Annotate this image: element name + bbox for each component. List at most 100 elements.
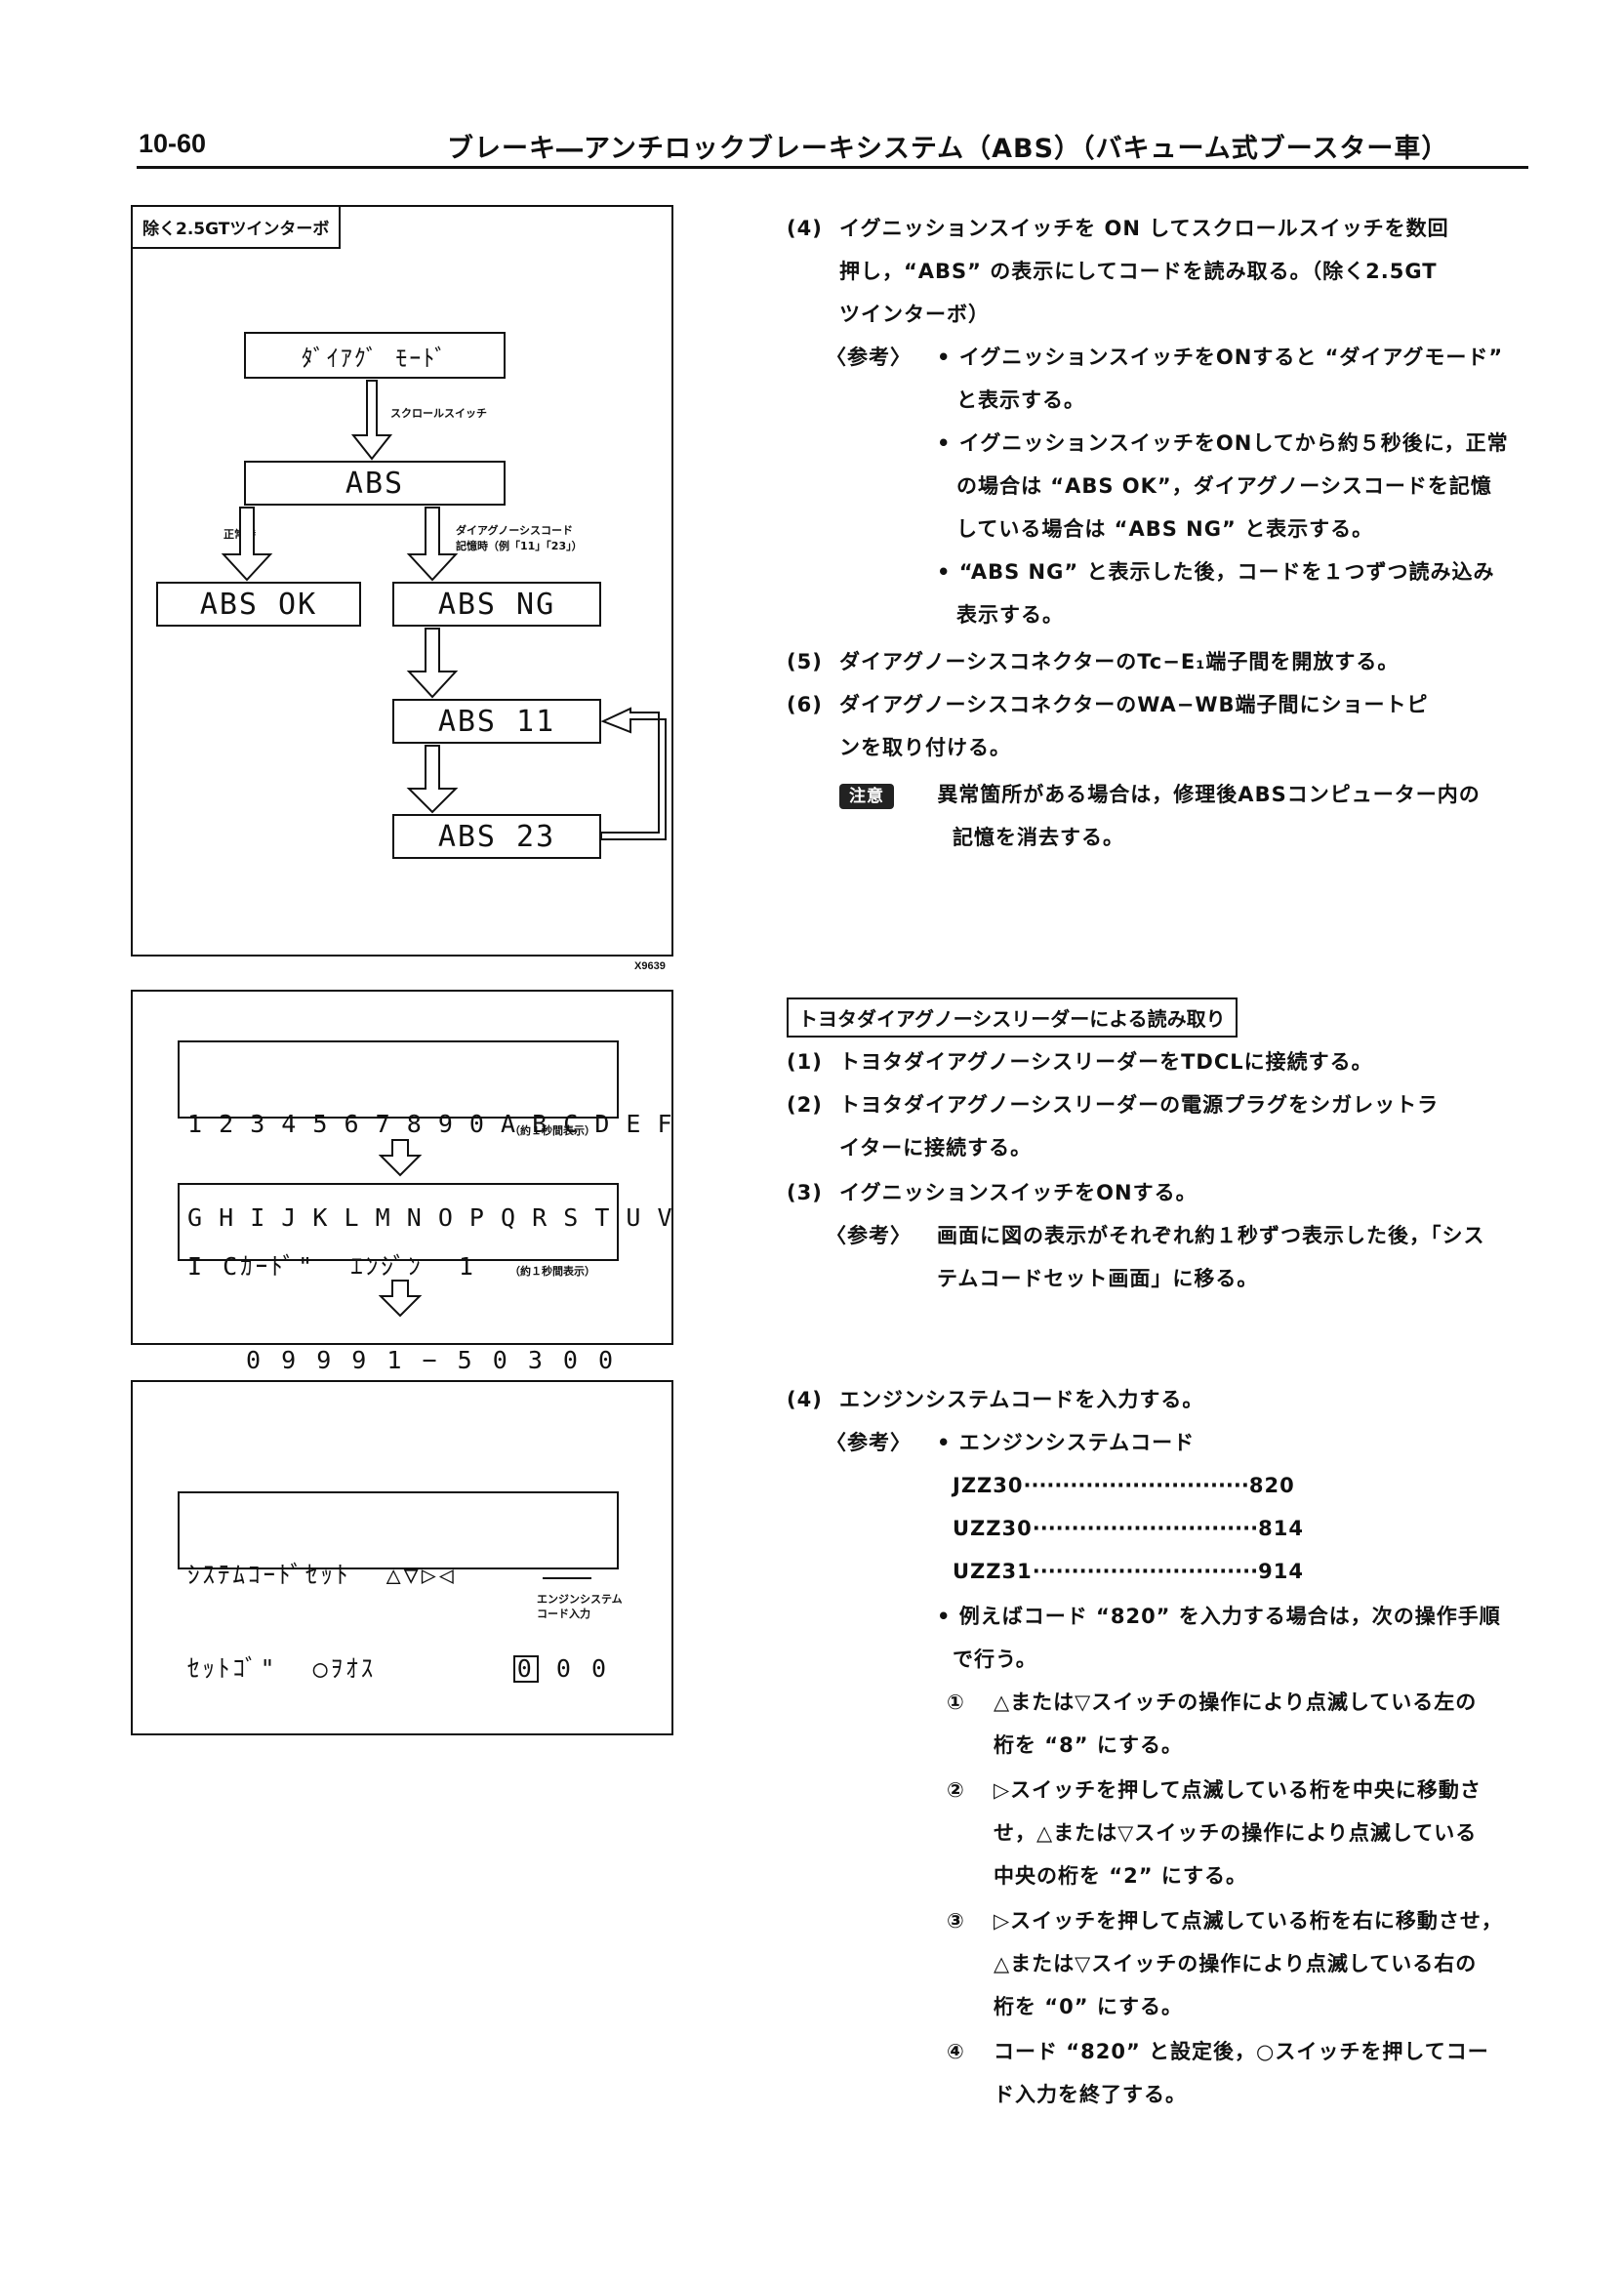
code: 814 [1258, 1517, 1304, 1540]
code-row-jzz30: JZZ30·····························820 [953, 1464, 1295, 1507]
step4-line1: コード “820” と設定後，○スイッチを押してコー [994, 2040, 1489, 2063]
lcd-screen-1: 1 2 3 4 5 6 7 8 9 0 A B C D E F G H I J … [178, 1040, 672, 1232]
step-6-line1: ダイアグノーシスコネクターのWA−WB端子間にショートピ [839, 693, 1429, 716]
example-line1: • 例えばコード “820” を入力する場合は，次の操作手順 [937, 1605, 1501, 1628]
lcd-code-digits: 0 0 0 [512, 1653, 609, 1685]
figure-tag: 除く2.5GTツインターボ [133, 207, 342, 249]
caution-line2: 記憶を消去する。 [953, 826, 1124, 849]
step1-mark: ① [947, 1690, 965, 1714]
step3-mark: ③ [947, 1909, 965, 1933]
lcd-system-code: ｼｽﾃﾑｺｰﾄﾞｾｯﾄ △▽▷◁ ｾｯﾄｺﾞ" ○ｦｵｽ 0 0 0 [178, 1491, 619, 1683]
reader-step-2-line2: イターに接続する。 [839, 1136, 1033, 1160]
arrow-down-icon [379, 1139, 422, 1177]
step2-mark: ② [947, 1778, 965, 1802]
abs-23-box: ABS 23 [392, 814, 601, 859]
step4-line2: ド入力を終了する。 [994, 2083, 1187, 2106]
reader-ref-line2: テムコードセット画面」に移る。 [937, 1267, 1259, 1290]
reader-step-3-num: (3) [787, 1181, 823, 1204]
code-ref-head: • エンジンシステムコード [937, 1431, 1196, 1454]
figure-abs-flow: 除く2.5GTツインターボ ﾀﾞｲｱｸﾞ ﾓｰﾄﾞ スクロールスイッチ ABS … [131, 205, 673, 957]
reader-step-1-text: トヨタダイアグノーシスリーダーをTDCLに接続する。 [839, 1050, 1373, 1074]
step3-line3: 桁を “0” にする。 [994, 1995, 1184, 2018]
ref1-line2: と表示する。 [956, 388, 1085, 412]
step4-mark: ④ [947, 2040, 965, 2063]
code-ref-label: 〈参考〉 [826, 1431, 912, 1454]
reader-ref-label: 〈参考〉 [826, 1224, 912, 1247]
lcd1-line2: G H I J K L M N O P Q R S T U V [187, 1203, 673, 1232]
reader-step-1-num: (1) [787, 1050, 823, 1074]
code-input-underline [543, 1577, 591, 1579]
abs-11-box: ABS 11 [392, 699, 601, 744]
model: UZZ31 [953, 1560, 1033, 1583]
leader-dots: ····························· [1032, 1517, 1259, 1540]
lcd2-line1: I Cｶｰﾄﾞ" ｴﾝｼﾞﾝ 1 [187, 1252, 476, 1281]
step-5-num: (5) [787, 650, 823, 673]
lcd-screen-2: I Cｶｰﾄﾞ" ｴﾝｼﾞﾝ 1 0 9 9 9 1 − 5 0 3 0 0 [178, 1183, 619, 1374]
display-duration-note-2: （約１秒間表示） [509, 1265, 595, 1278]
lcd2-line2: 0 9 9 9 1 − 5 0 3 0 0 [246, 1346, 617, 1374]
step-5-text: ダイアグノーシスコネクターのTc−E₁端子間を開放する。 [839, 650, 1400, 673]
arrow-down-icon [406, 507, 459, 582]
ref2-line2: の場合は “ABS OK”，ダイアグノーシスコードを記憶 [956, 474, 1492, 498]
step-4-line2: 押し，“ABS” の表示にしてコードを読み取る。（除く2.5GT [839, 260, 1438, 283]
step-4-line1: イグニッションスイッチを ON してスクロールスイッチを数回 [839, 217, 1449, 240]
ref1-line1: • イグニッションスイッチをONすると “ダイアグモード” [937, 346, 1504, 369]
model: JZZ30 [953, 1474, 1024, 1497]
abs-ok-box: ABS OK [156, 582, 361, 627]
caption-line1: エンジンシステム [537, 1593, 623, 1606]
blinking-digit: 0 [512, 1655, 539, 1683]
caution-line1: 異常箇所がある場合は，修理後ABSコンピューター内の [937, 783, 1481, 806]
lcd-code-line2: ｾｯﾄｺﾞ" ○ｦｵｽ 0 0 0 [187, 1653, 609, 1685]
figure-system-code-set: ｼｽﾃﾑｺｰﾄﾞｾｯﾄ △▽▷◁ ｾｯﾄｺﾞ" ○ｦｵｽ 0 0 0 エンジンシ… [131, 1380, 673, 1735]
step3-line1: ▷スイッチを押して点滅している桁を右に移動させ， [994, 1909, 1503, 1933]
step3-line2: △または▽スイッチの操作により点滅している右の [994, 1952, 1478, 1975]
figure-reader-screens: 1 2 3 4 5 6 7 8 9 0 A B C D E F G H I J … [131, 990, 673, 1374]
reader-step-4-text: エンジンシステムコードを入力する。 [839, 1388, 1204, 1411]
reader-step-4-num: (4) [787, 1388, 823, 1411]
digits-rest: 0 0 [555, 1654, 609, 1683]
ref2-line3: している場合は “ABS NG” と表示する。 [956, 517, 1374, 541]
memory-label-line1: ダイアグノーシスコード [456, 524, 574, 537]
arrow-down-icon [350, 380, 393, 461]
reader-step-2-line1: トヨタダイアグノーシスリーダーの電源プラグをシガレットラ [839, 1093, 1440, 1117]
step2-line1: ▷スイッチを押して点滅している桁を中央に移動さ [994, 1778, 1482, 1802]
step1-line2: 桁を “8” にする。 [994, 1733, 1184, 1757]
section-title: トヨタダイアグノーシスリーダーによる読み取り [787, 998, 1238, 1038]
ref3-line2: 表示する。 [956, 603, 1064, 627]
code-row-uzz31: UZZ31·····························914 [953, 1550, 1304, 1593]
flow-arrows [221, 380, 667, 840]
display-duration-note-1: （約１秒間表示） [509, 1124, 595, 1137]
reader-step-2-num: (2) [787, 1093, 823, 1117]
step-6-num: (6) [787, 693, 823, 716]
code: 820 [1248, 1474, 1295, 1497]
arrow-down-icon [221, 507, 273, 582]
lcd-code-line2-left: ｾｯﾄｺﾞ" ○ｦｵｽ [187, 1654, 377, 1683]
caption-line2: コード入力 [537, 1608, 590, 1620]
code-row-uzz30: UZZ30·····························814 [953, 1507, 1304, 1550]
lcd1-line1: 1 2 3 4 5 6 7 8 9 0 A B C D E F [187, 1110, 673, 1138]
arrow-down-icon [379, 1280, 422, 1318]
arrow-down-icon [406, 745, 459, 814]
arrow-down-icon [406, 628, 459, 699]
page-title: ブレーキ―アンチロックブレーキシステム（ABS）（バキューム式ブースター車） [447, 134, 1449, 164]
memory-label-line2: 記憶時（例「11」「23」） [456, 540, 583, 552]
leader-dots: ····························· [1023, 1474, 1249, 1497]
ref3-line1: • “ABS NG” と表示した後，コードを１つずつ読み込み [937, 560, 1495, 584]
loop-arrow-icon [600, 707, 667, 840]
step1-line1: △または▽スイッチの操作により点滅している左の [994, 1690, 1478, 1714]
step-4-line3: ツインターボ） [839, 303, 990, 326]
abs-box: ABS [244, 461, 506, 506]
caution-badge: 注意 [839, 784, 894, 809]
caution-row-1: 注意 異常箇所がある場合は，修理後ABSコンピューター内の [839, 773, 1481, 816]
model: UZZ30 [953, 1517, 1033, 1540]
ref2-line1: • イグニッションスイッチをONしてから約５秒後に，正常 [937, 431, 1509, 455]
leader-dots: ····························· [1032, 1560, 1259, 1583]
example-line2: で行う。 [953, 1648, 1037, 1671]
code: 914 [1258, 1560, 1304, 1583]
reference-label: 〈参考〉 [826, 346, 912, 369]
lcd-code-line1: ｼｽﾃﾑｺｰﾄﾞｾｯﾄ △▽▷◁ [187, 1561, 457, 1589]
reader-step-3-text: イグニッションスイッチをONする。 [839, 1181, 1198, 1204]
step2-line2: せ，△または▽スイッチの操作により点滅している [994, 1821, 1478, 1845]
reader-ref-line1: 画面に図の表示がそれぞれ約１秒ずつ表示した後，「シス [937, 1224, 1485, 1247]
step2-line3: 中央の桁を “2” にする。 [994, 1864, 1248, 1888]
